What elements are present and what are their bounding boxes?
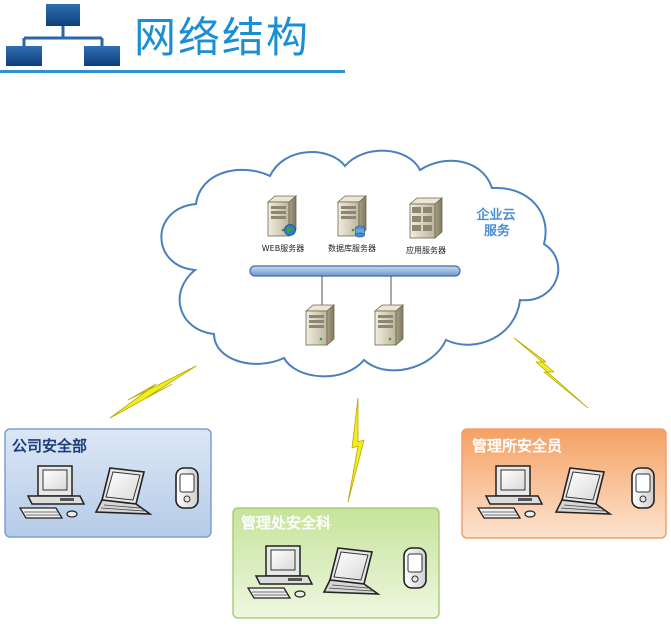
- wireless-link-right: [513, 337, 589, 409]
- network-hierarchy-icon: [6, 4, 120, 66]
- cloud-label-line2: 服务: [484, 223, 511, 239]
- network-bus: [249, 265, 461, 277]
- group-title-station: 管理所安全员: [472, 437, 562, 455]
- group-office-security: 管理处安全科: [232, 507, 440, 619]
- web-server-icon: [267, 195, 297, 237]
- cloud-label-line1: 企业云: [475, 207, 515, 223]
- server-icon: [374, 304, 404, 346]
- wireless-link-left: [109, 365, 197, 419]
- application-server-icon: [408, 197, 444, 239]
- cloud-shape: [160, 149, 560, 378]
- server-label-application: 应用服务器: [406, 245, 446, 255]
- server-label-database: 数据库服务器: [328, 243, 376, 253]
- wireless-link-center: [347, 397, 365, 503]
- group-title-company: 公司安全部: [12, 437, 87, 455]
- database-server-icon: [337, 195, 367, 238]
- server-icon: [305, 304, 335, 346]
- group-company-security: 公司安全部: [4, 428, 212, 538]
- mobile-phone-icon: [403, 547, 427, 589]
- group-title-office: 管理处安全科: [241, 514, 331, 532]
- mobile-phone-icon: [631, 467, 655, 509]
- page-title: 网络结构: [134, 13, 311, 62]
- title-divider: [0, 70, 345, 73]
- server-label-web: WEB服务器: [262, 243, 304, 253]
- group-station-security: 管理所安全员: [461, 428, 667, 539]
- mobile-phone-icon: [175, 467, 199, 509]
